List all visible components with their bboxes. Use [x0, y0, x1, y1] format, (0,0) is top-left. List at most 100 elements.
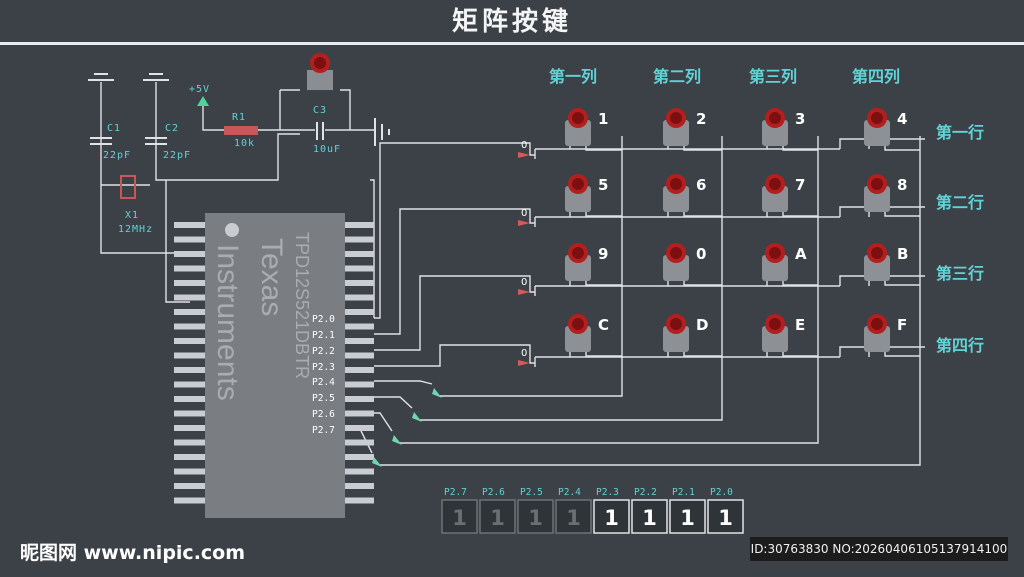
- chip-pin-left: [174, 483, 206, 489]
- port-display-value: 1: [642, 506, 657, 530]
- c1-value: 22pF: [103, 150, 131, 161]
- wire: [370, 179, 375, 318]
- row-level-value: 0: [521, 208, 527, 219]
- c3-name: C3: [313, 105, 327, 116]
- wire: [340, 89, 351, 130]
- key-label: E: [795, 316, 805, 334]
- port-label: P2.4: [312, 377, 335, 388]
- key-matrix: [565, 108, 890, 352]
- wire: [155, 82, 300, 181]
- key-button-cap: [572, 112, 584, 124]
- key-button-cap: [572, 247, 584, 259]
- port-display-value: 1: [490, 506, 505, 530]
- column-wire: [400, 136, 819, 444]
- key-button-body: [762, 120, 788, 146]
- chip-pin-right: [342, 265, 374, 272]
- key-lead: [884, 281, 920, 286]
- column-heading: 第一列: [549, 67, 597, 86]
- x1-value: 12MHz: [118, 224, 153, 235]
- port-display-cell: [669, 499, 706, 534]
- chip-pin-right: [342, 352, 374, 359]
- chip-pin-right: [342, 439, 374, 446]
- port-label: P2.5: [312, 393, 335, 404]
- port-display-value: 1: [680, 506, 695, 530]
- chip-pin-left: [174, 396, 206, 402]
- column-wire: [374, 380, 433, 385]
- key-lead: [782, 212, 818, 217]
- key-label: C: [598, 316, 609, 334]
- chip-pin-right: [342, 280, 374, 286]
- column-output-arrow: [432, 388, 442, 398]
- chip-pin-left: [174, 410, 206, 417]
- key-button-cap: [670, 178, 682, 190]
- key-button-body: [864, 186, 890, 212]
- key-button-cap: [670, 247, 682, 259]
- key-button-cap: [871, 178, 883, 190]
- key-button-cap: [572, 318, 584, 330]
- port-display-value: 1: [452, 506, 467, 530]
- c3-value: 10uF: [313, 144, 341, 155]
- row-level-value: 0: [521, 348, 527, 359]
- port-display-label: P2.1: [672, 487, 695, 498]
- key-lead: [683, 146, 722, 151]
- chip-maker2: Instruments: [211, 244, 244, 401]
- key-button-cap: [670, 318, 682, 330]
- chip-pin-left: [174, 381, 206, 388]
- key-button-cap: [670, 112, 682, 124]
- row-level-value: 0: [521, 277, 527, 288]
- column-output-arrow: [372, 457, 382, 467]
- key-lead: [782, 146, 818, 151]
- key-label: 8: [897, 176, 907, 194]
- key-label: 3: [795, 110, 805, 128]
- port-label: P2.0: [312, 314, 335, 325]
- column-heading: 第二列: [653, 67, 701, 86]
- key-button-body: [762, 255, 788, 281]
- reset-button-body: [307, 70, 333, 90]
- port-display-cell: [593, 499, 630, 534]
- key-label: 9: [598, 245, 608, 263]
- chip-pin-left: [174, 454, 206, 460]
- chip-pin-right: [342, 396, 374, 402]
- port-display-value: 1: [528, 506, 543, 530]
- column-wire: [374, 396, 413, 409]
- key-lead: [782, 281, 818, 286]
- port-display-label: P2.2: [634, 487, 657, 498]
- chip-pin-right: [342, 323, 374, 330]
- key-button-cap: [871, 247, 883, 259]
- reset-button-cap: [314, 57, 326, 69]
- watermark-site: 昵图网 www.nipic.com: [20, 542, 246, 564]
- port-display-cell: [707, 499, 744, 534]
- key-lead: [585, 212, 622, 217]
- chip-pin-right: [342, 251, 374, 257]
- key-button-cap: [871, 318, 883, 330]
- port-display-value: 1: [604, 506, 619, 530]
- key-button-body: [864, 120, 890, 146]
- key-label: A: [795, 245, 807, 263]
- chip-pin-left: [174, 352, 206, 359]
- key-label: 2: [696, 110, 706, 128]
- column-output-arrow: [412, 412, 422, 422]
- key-button-body: [864, 326, 890, 352]
- chip-maker: Texas: [255, 238, 288, 316]
- port-label: P2.7: [312, 425, 335, 436]
- chip-pin-left: [174, 265, 206, 272]
- row-bus: [839, 346, 925, 357]
- chip-pin-right: [342, 468, 374, 475]
- chip-pin-left: [174, 280, 206, 286]
- page-title: 矩阵按键: [451, 7, 572, 37]
- vcc-arrow: [197, 96, 209, 106]
- key-button-body: [565, 326, 591, 352]
- chip-part-number: TPD12S521DBTR: [292, 232, 312, 379]
- key-button-body: [565, 186, 591, 212]
- chip-pin-right: [342, 222, 374, 228]
- key-button-cap: [769, 112, 781, 124]
- chip-pin-right: [342, 410, 374, 417]
- vcc-label: +5V: [189, 84, 210, 95]
- chip-pin-right: [342, 309, 374, 315]
- chip-pin-left: [174, 294, 206, 301]
- key-label: 7: [795, 176, 805, 194]
- row-heading: 第四行: [936, 336, 984, 355]
- chip-pin-left: [174, 251, 206, 257]
